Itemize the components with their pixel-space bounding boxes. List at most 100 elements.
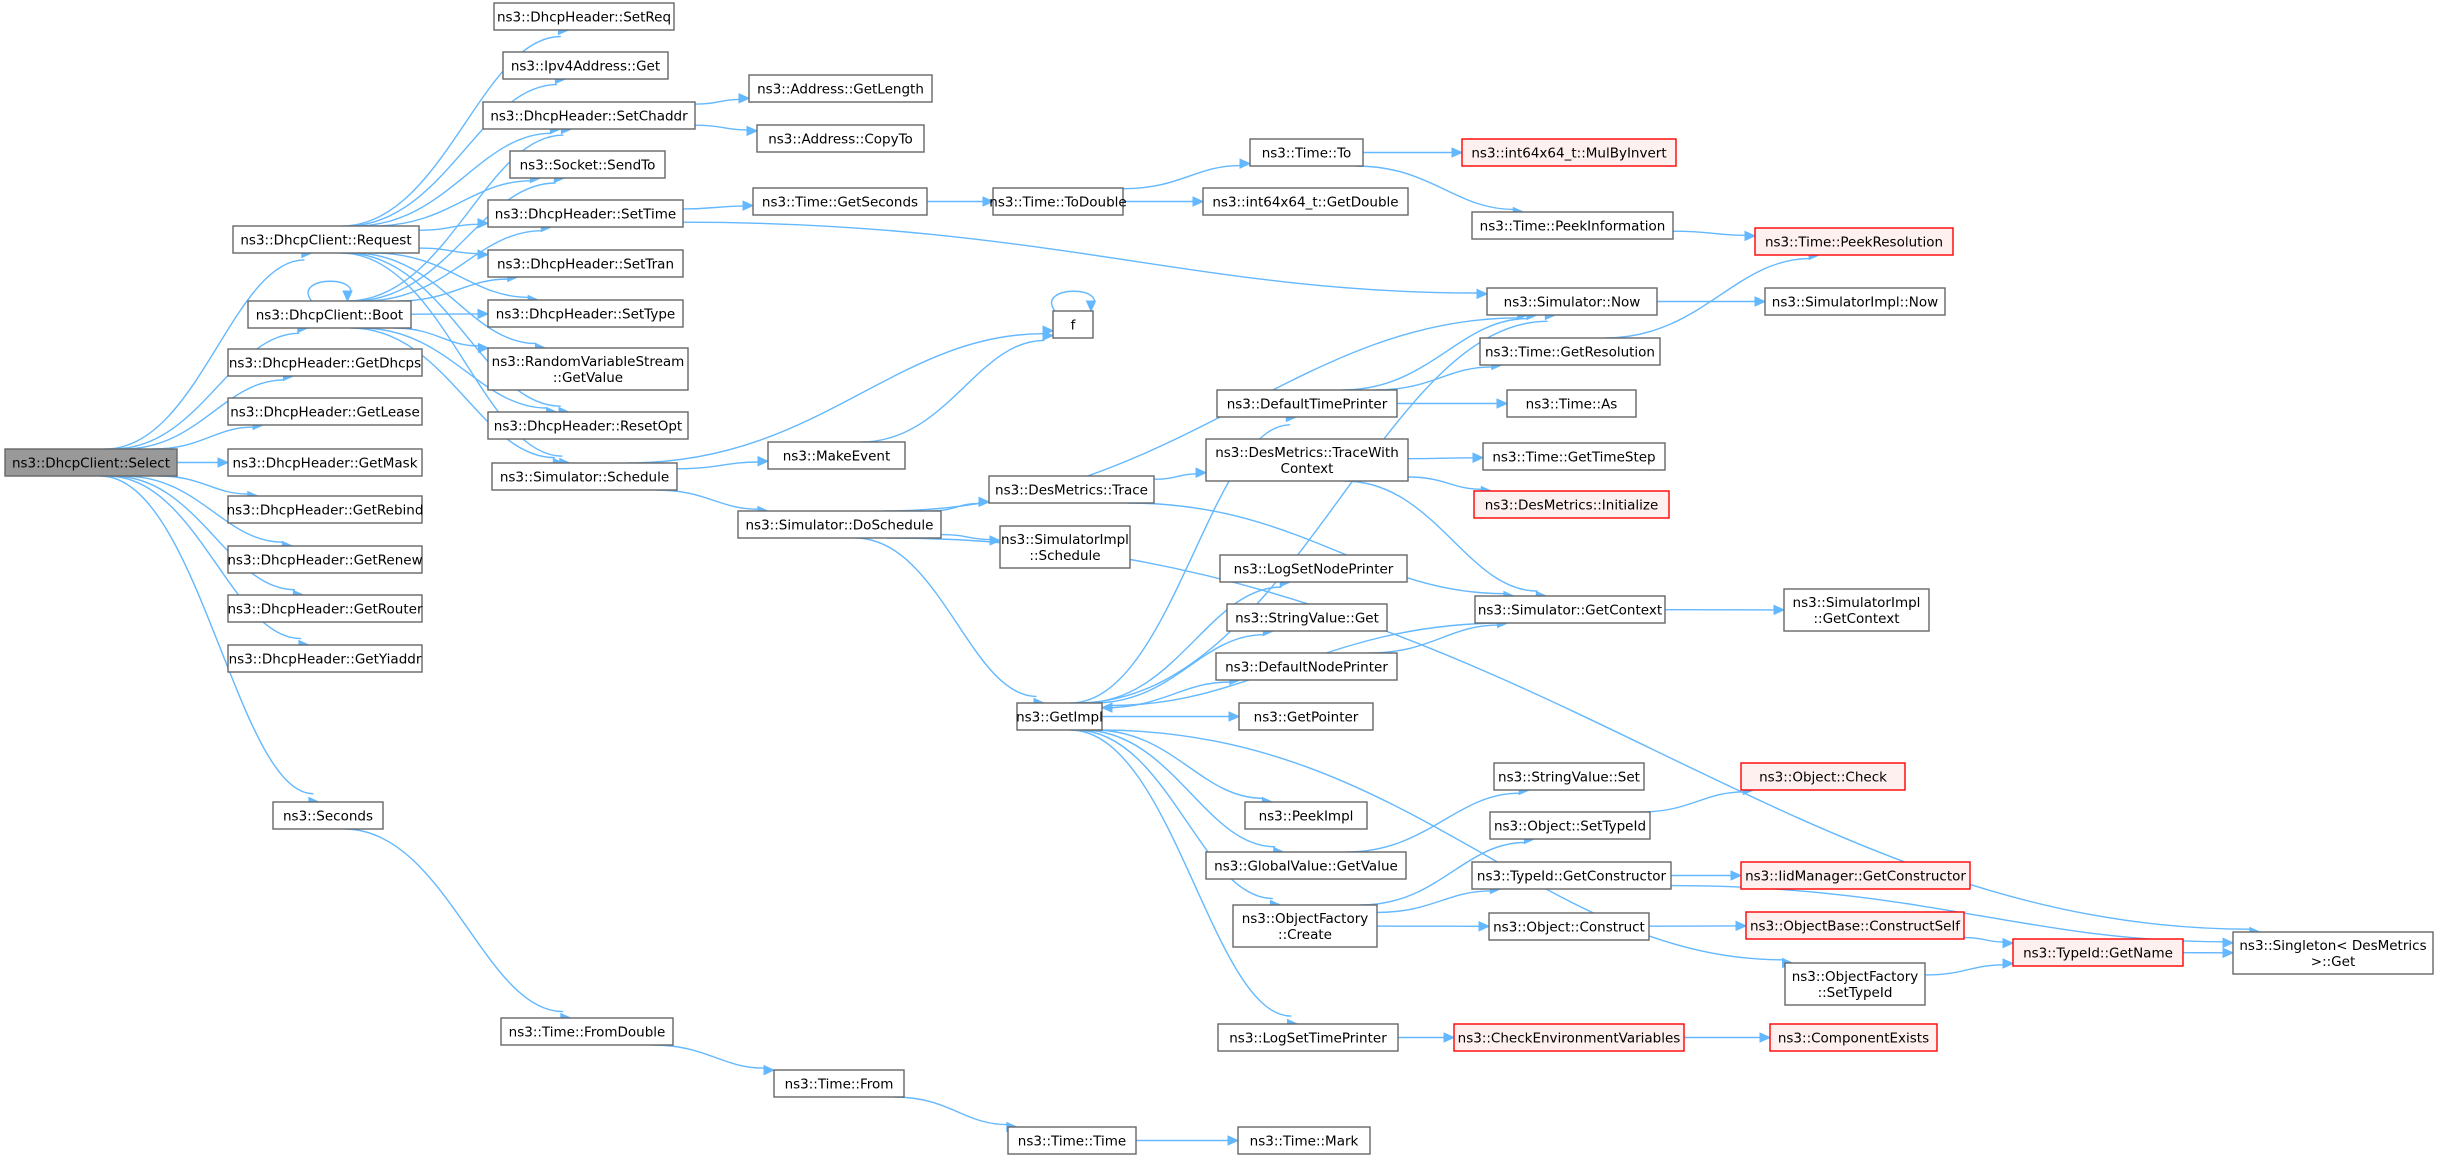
node-getdhcps[interactable]: ns3::DhcpHeader::GetDhcps [227,348,423,377]
node-simnow[interactable]: ns3::Simulator::Now [1486,287,1658,316]
node-timeas[interactable]: ns3::Time::As [1506,389,1637,418]
node-stringvalueget[interactable]: ns3::StringValue::Get [1226,603,1388,632]
node-componentexists[interactable]: ns3::ComponentExists [1769,1023,1938,1052]
node-label: ns3::GlobalValue::GetValue [1214,859,1398,875]
node-box [1237,1126,1371,1155]
node-mulbyinvert[interactable]: ns3::int64x64_t::MulByInvert [1461,138,1677,167]
edge-seconds-to-fromdouble [344,828,573,1024]
node-label: ns3::Time::From [785,1077,894,1093]
node-constructself[interactable]: ns3::ObjectBase::ConstructSelf [1745,911,1965,940]
node-singletonget[interactable]: ns3::Singleton< DesMetrics>::Get [2232,931,2434,975]
node-logsettimeprinter[interactable]: ns3::LogSetTimePrinter [1217,1023,1399,1052]
node-label: ns3::DhcpHeader::GetDhcps [229,356,421,372]
node-getmask[interactable]: ns3::DhcpHeader::GetMask [227,448,423,477]
node-getpointer[interactable]: ns3::GetPointer [1238,702,1374,731]
node-settime[interactable]: ns3::DhcpHeader::SetTime [487,199,684,228]
node-timetime[interactable]: ns3::Time::Time [1007,1126,1137,1155]
node-label: ns3::DefaultNodePrinter [1225,660,1388,676]
node-simimplnow[interactable]: ns3::SimulatorImpl::Now [1764,287,1946,316]
node-label: ns3::DhcpClient::Boot [256,308,403,324]
node-sendto[interactable]: ns3::Socket::SendTo [509,150,666,179]
node-peekinformation[interactable]: ns3::Time::PeekInformation [1471,211,1674,240]
node-addrgetlength[interactable]: ns3::Address::GetLength [748,74,933,103]
node-stringvalueset[interactable]: ns3::StringValue::Set [1493,762,1645,791]
node-simgetcontext[interactable]: ns3::Simulator::GetContext [1474,595,1666,624]
node-checkenv[interactable]: ns3::CheckEnvironmentVariables [1453,1023,1685,1052]
node-getrouter[interactable]: ns3::DhcpHeader::GetRouter [227,594,423,623]
node-timegettimestep[interactable]: ns3::Time::GetTimeStep [1482,442,1666,471]
node-label: ns3::Address::CopyTo [768,132,913,148]
node-box [752,187,928,216]
node-fromdouble[interactable]: ns3::Time::FromDouble [500,1017,674,1046]
edge-setchaddr-to-addrgetlength [694,93,751,105]
node-int64getdouble[interactable]: ns3::int64x64_t::GetDouble [1202,187,1409,216]
node-ipv4get[interactable]: ns3::Ipv4Address::Get [502,51,669,80]
node-timetodouble[interactable]: ns3::Time::ToDouble [989,187,1127,216]
edge-schedule-to-makeevent [676,455,770,470]
node-typeidgetname[interactable]: ns3::TypeId::GetName [2012,938,2184,967]
node-setchaddr[interactable]: ns3::DhcpHeader::SetChaddr [482,101,696,130]
node-label: ns3::DhcpHeader::GetRenew [227,553,422,569]
node-objcheck[interactable]: ns3::Object::Check [1740,762,1906,791]
node-settype[interactable]: ns3::DhcpHeader::SetType [487,299,684,328]
node-doschedule[interactable]: ns3::Simulator::DoSchedule [737,510,942,539]
node-getrebind[interactable]: ns3::DhcpHeader::GetRebind [227,495,424,524]
node-globalvaluegetvalue[interactable]: ns3::GlobalValue::GetValue [1205,851,1407,880]
node-objsettypeid[interactable]: ns3::Object::SetTypeId [1489,811,1651,840]
node-defaultnodeprinter[interactable]: ns3::DefaultNodePrinter [1215,652,1398,681]
node-getimpl[interactable]: ns3::GetImpl [1016,702,1103,731]
edge-logsettimeprinter-to-checkenv [1397,1032,1456,1043]
node-makeevent[interactable]: ns3::MakeEvent [767,441,906,470]
node-label: ns3::DhcpHeader::SetReq [497,10,671,26]
node-settran[interactable]: ns3::DhcpHeader::SetTran [487,249,684,278]
node-getlease[interactable]: ns3::DhcpHeader::GetLease [227,397,423,426]
node-objfactorysettypeid[interactable]: ns3::ObjectFactory::SetTypeId [1784,962,1926,1006]
node-simimplschedule[interactable]: ns3::SimulatorImpl::Schedule [999,525,1131,569]
node-peekresolution[interactable]: ns3::Time::PeekResolution [1754,227,1954,256]
node-logsetnodeprinter[interactable]: ns3::LogSetNodePrinter [1219,554,1408,583]
node-label: ns3::Seconds [283,809,373,825]
node-timegetseconds[interactable]: ns3::Time::GetSeconds [752,187,928,216]
node-getrenew[interactable]: ns3::DhcpHeader::GetRenew [227,545,423,574]
node-box [1474,595,1666,624]
node-label: ns3::TypeId::GetName [2023,946,2173,962]
node-getyiaddr[interactable]: ns3::DhcpHeader::GetYiaddr [227,644,423,673]
node-label: ns3::Time::FromDouble [509,1025,666,1041]
node-destrace[interactable]: ns3::DesMetrics::Trace [988,475,1155,504]
node-objfactorycreate[interactable]: ns3::ObjectFactory::Create [1232,904,1378,948]
node-desinitialize[interactable]: ns3::DesMetrics::Initialize [1473,490,1670,519]
node-label: ns3::ObjectFactory [1792,969,1919,985]
node-addrcopyto[interactable]: ns3::Address::CopyTo [756,124,925,153]
node-label: ns3::GetPointer [1254,710,1359,726]
node-simimplgetcontext[interactable]: ns3::SimulatorImpl::GetContext [1783,588,1930,632]
node-timefrom[interactable]: ns3::Time::From [773,1069,905,1098]
node-rvsgetvalue[interactable]: ns3::RandomVariableStream::GetValue [487,347,689,391]
node-typeidgetconstructor[interactable]: ns3::TypeId::GetConstructor [1471,861,1672,890]
node-label: ns3::Object::Construct [1493,920,1645,936]
edge-typeidgetname-to-singletonget [2182,947,2235,959]
node-schedule[interactable]: ns3::Simulator::Schedule [491,462,678,491]
node-seconds[interactable]: ns3::Seconds [272,801,384,830]
node-select[interactable]: ns3::DhcpClient::Select [4,448,178,477]
node-timeto[interactable]: ns3::Time::To [1249,138,1364,167]
node-label: ns3::Time::ToDouble [989,195,1126,211]
node-boot[interactable]: ns3::DhcpClient::Boot [247,300,412,329]
node-peekimpl[interactable]: ns3::PeekImpl [1244,801,1368,830]
node-iidgetconstructor[interactable]: ns3::IidManager::GetConstructor [1740,861,1971,890]
edge-makeevent-to-f [860,330,1055,443]
node-resetopt[interactable]: ns3::DhcpHeader::ResetOpt [487,411,689,440]
node-box [482,101,696,130]
node-defaulttimeprinter[interactable]: ns3::DefaultTimePrinter [1216,389,1398,418]
node-setreq[interactable]: ns3::DhcpHeader::SetReq [493,2,675,31]
node-label: ns3::DhcpHeader::ResetOpt [494,419,682,435]
node-timegetresolution[interactable]: ns3::Time::GetResolution [1479,337,1661,366]
node-f[interactable]: f [1052,310,1094,339]
node-request[interactable]: ns3::DhcpClient::Request [232,225,420,254]
node-box [1471,861,1672,890]
node-timemark[interactable]: ns3::Time::Mark [1237,1126,1371,1155]
node-objconstruct[interactable]: ns3::Object::Construct [1488,912,1650,941]
node-box [1506,389,1637,418]
edge-getimpl-to-peekimpl [1093,729,1274,808]
node-box [1205,438,1409,482]
